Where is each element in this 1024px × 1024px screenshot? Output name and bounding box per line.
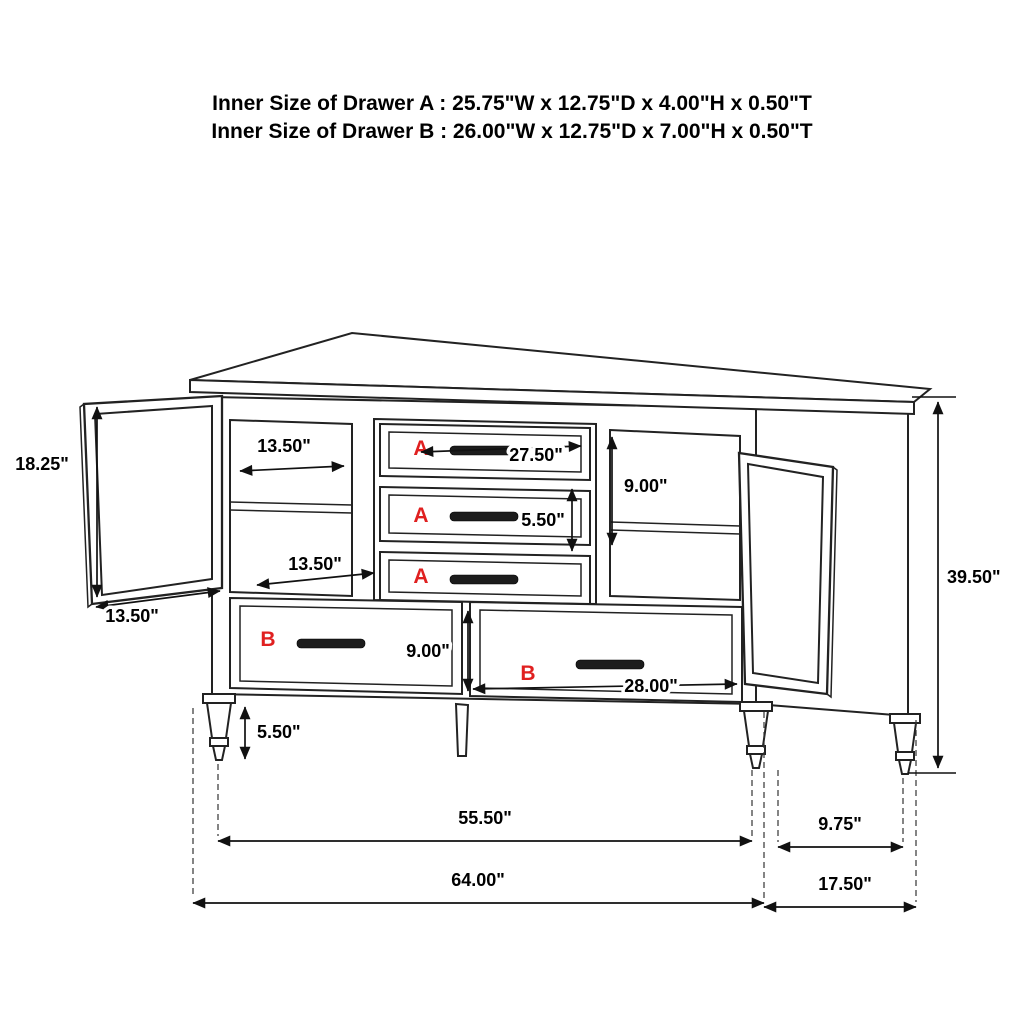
- back-right-leg: [889, 713, 921, 775]
- front-right-leg: [739, 701, 773, 769]
- dim-left-shelf-width: 13.50": [239, 433, 345, 476]
- svg-text:13.50": 13.50": [288, 554, 342, 574]
- dim-side-depth: 9.75": [777, 811, 904, 853]
- right-door-edge: [826, 466, 838, 699]
- dim-leg-height: 5.50": [239, 706, 304, 760]
- drawer-b1-handle: [296, 638, 366, 649]
- svg-text:28.00": 28.00": [624, 676, 678, 696]
- label-drawer-a3: A: [413, 565, 428, 588]
- dim-total-depth: 17.50": [763, 871, 917, 913]
- svg-text:13.50": 13.50": [257, 436, 311, 456]
- right-shelf-front: [609, 521, 741, 527]
- cabinet-drawing: A A A B B: [79, 331, 933, 775]
- right-shelf-bottom: [609, 529, 741, 535]
- label-drawer-b2: B: [520, 662, 535, 685]
- top-front-edge: [189, 378, 915, 416]
- dim-drawer-b-width: 28.00": [472, 673, 738, 700]
- svg-text:5.50": 5.50": [257, 722, 301, 742]
- dim-total-height: 39.50": [908, 396, 1004, 774]
- center-support-leg: [454, 702, 470, 757]
- label-drawer-a2: A: [413, 504, 428, 527]
- svg-text:17.50": 17.50": [818, 874, 872, 894]
- left-door-edge: [79, 403, 93, 609]
- dim-right-compartment-height: 9.00": [606, 436, 671, 546]
- label-drawer-a1: A: [413, 437, 428, 460]
- drawer-a3: [379, 550, 591, 606]
- right-door: [737, 451, 838, 699]
- drawer-b1: [229, 596, 463, 696]
- svg-text:9.00": 9.00": [406, 641, 450, 661]
- svg-text:5.50": 5.50": [521, 510, 565, 530]
- svg-text:39.50": 39.50": [947, 567, 1001, 587]
- label-drawer-b1: B: [260, 628, 275, 651]
- left-shelf-front: [229, 501, 353, 506]
- drawer-size-note: Inner Size of Drawer A : 25.75"W x 12.75…: [0, 90, 1024, 146]
- drawer-b-size-text: Inner Size of Drawer B : 26.00"W x 12.75…: [211, 120, 813, 143]
- dim-total-width: 64.00": [192, 867, 765, 909]
- drawer-b2-handle: [575, 659, 645, 670]
- svg-text:9.75": 9.75": [818, 814, 862, 834]
- svg-text:27.50": 27.50": [509, 445, 563, 465]
- left-door: [79, 394, 224, 609]
- right-door-louvers: [746, 462, 825, 685]
- svg-text:64.00": 64.00": [451, 870, 505, 890]
- drawer-a3-handle: [449, 574, 519, 585]
- drawer-a-size-text: Inner Size of Drawer A : 25.75"W x 12.75…: [212, 92, 812, 115]
- dim-left-lower-shelf-width: 13.50": [256, 551, 375, 590]
- dim-drawer-a-width: 27.50": [420, 440, 582, 469]
- dim-body-width: 55.50": [217, 805, 753, 847]
- dim-drawer-a-height: 5.50": [518, 488, 578, 552]
- svg-text:9.00": 9.00": [624, 476, 668, 496]
- dim-left-door-height: 18.25": [12, 406, 103, 598]
- right-compartment-opening: [609, 428, 741, 602]
- drawer-a2: [379, 485, 591, 547]
- svg-text:18.25": 18.25": [15, 454, 69, 474]
- svg-text:13.50": 13.50": [105, 606, 159, 626]
- dimension-annotations: 13.50" 18.25" 13.50" 13.50" 27.50": [12, 396, 1004, 913]
- dim-left-door-width: 13.50": [95, 587, 221, 630]
- drawer-a2-handle: [449, 511, 519, 522]
- left-door-louvers: [93, 404, 213, 597]
- left-shelf-bottom: [229, 509, 353, 514]
- dim-drawer-b-height: 9.00": [403, 610, 474, 692]
- extension-lines: [192, 708, 917, 902]
- svg-text:55.50": 55.50": [458, 808, 512, 828]
- front-left-leg: [202, 693, 236, 761]
- right-compartment: [609, 428, 741, 602]
